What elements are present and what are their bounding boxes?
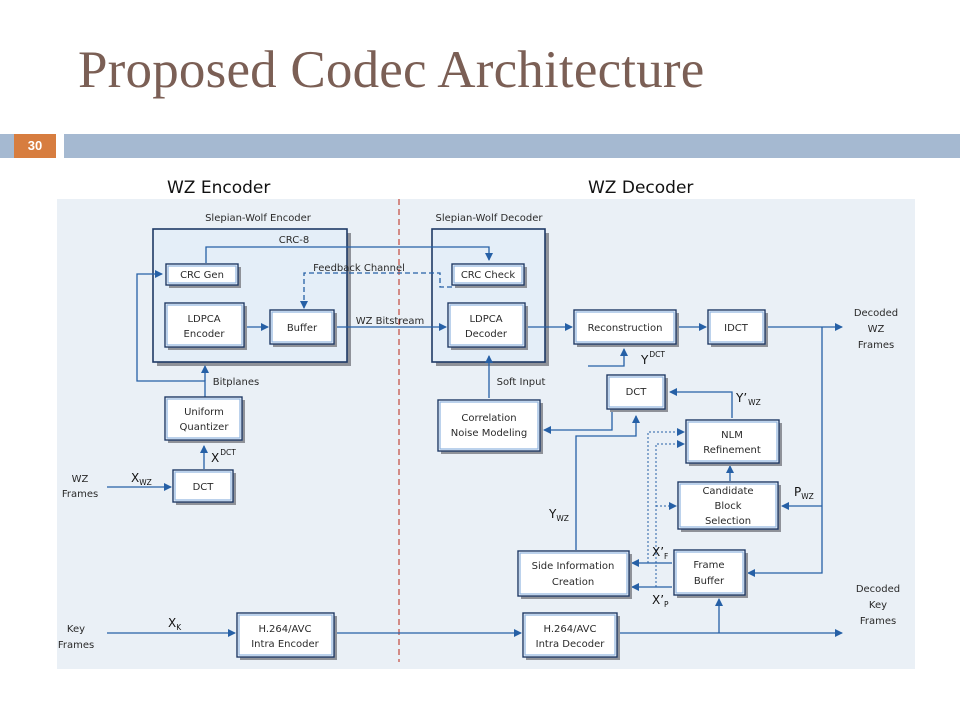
ldpca-encoder-label-line1: LDPCA: [187, 314, 220, 325]
decoded-key-label-line1: Decoded: [856, 584, 900, 595]
symbol-p-wz: PWZ: [794, 485, 814, 501]
symbol-y-dct: YDCT: [640, 350, 665, 367]
wz-frames-label-line2: Frames: [62, 489, 98, 500]
correlation-noise-label-line2: Noise Modeling: [451, 428, 527, 439]
symbol-x-dct: XDCT: [211, 448, 236, 465]
decoded-key-label-line3: Frames: [860, 616, 896, 627]
h264-decoder-label-line2: Intra Decoder: [536, 639, 606, 650]
decoded-wz-label-line3: Frames: [858, 340, 894, 351]
crc-check-label: CRC Check: [461, 270, 516, 281]
accent-bar-right: [64, 134, 960, 158]
feedback-channel-label: Feedback Channel: [313, 263, 405, 274]
dct-encoder-label: DCT: [193, 482, 215, 493]
buffer-label: Buffer: [287, 323, 318, 334]
ldpca-decoder-block: LDPCA Decoder: [447, 302, 528, 350]
connections: [107, 246, 843, 637]
idct-label: IDCT: [724, 323, 749, 334]
idct-block: IDCT: [707, 309, 768, 347]
symbol-x-prime-f: X’F: [652, 545, 668, 561]
decoded-wz-label-line2: WZ: [868, 324, 885, 335]
h264-encoder-label-line1: H.264/AVC: [258, 624, 311, 635]
dct-decoder-label: DCT: [626, 387, 648, 398]
symbol-x-prime-p: X’P: [652, 593, 669, 609]
soft-input-label: Soft Input: [497, 377, 546, 388]
h264-encoder-label-line2: Intra Encoder: [251, 639, 319, 650]
crc8-label: CRC-8: [279, 235, 309, 246]
symbol-x-k: XK: [168, 616, 182, 632]
crc-gen-label: CRC Gen: [180, 270, 224, 281]
dct-encoder-block: DCT: [172, 469, 236, 505]
side-info-label-line2: Creation: [552, 577, 594, 588]
ldpca-encoder-block: LDPCA Encoder: [164, 302, 247, 350]
candidate-block-selection-block: Candidate Block Selection: [677, 481, 781, 532]
crc-gen-block: CRC Gen: [165, 263, 241, 288]
sw-encoder-label: Slepian-Wolf Encoder: [205, 213, 312, 224]
crc-check-block: CRC Check: [451, 263, 527, 288]
nlm-refinement-label-line2: Refinement: [703, 445, 761, 456]
frame-buffer-label-line2: Buffer: [694, 576, 725, 587]
decoded-wz-label-line1: Decoded: [854, 308, 898, 319]
dct-decoder-block: DCT: [606, 374, 668, 412]
h264-decoder-label-line1: H.264/AVC: [543, 624, 596, 635]
side-info-label-line1: Side Information: [532, 561, 615, 572]
uniform-quantizer-block: Uniform Quantizer: [164, 396, 245, 443]
candidate-block-label-line1: Candidate: [702, 486, 753, 497]
symbol-y-prime-wz: Y’WZ: [735, 391, 761, 407]
wz-bitstream-label: WZ Bitstream: [356, 316, 425, 327]
wz-encoder-heading: WZ Encoder: [167, 178, 271, 198]
wz-frames-label-line1: WZ: [72, 474, 89, 485]
h264-decoder-block: H.264/AVC Intra Decoder: [522, 612, 620, 660]
ldpca-decoder-label-line2: Decoder: [465, 329, 508, 340]
bitplanes-label: Bitplanes: [213, 377, 260, 388]
reconstruction-block: Reconstruction: [573, 309, 679, 347]
nlm-refinement-label-line1: NLM: [721, 430, 743, 441]
page-number-badge: 30: [14, 134, 56, 158]
frame-buffer-block: Frame Buffer: [673, 549, 748, 598]
candidate-block-label-line3: Selection: [705, 516, 751, 527]
wz-decoder-heading: WZ Decoder: [588, 178, 694, 198]
key-frames-label-line2: Frames: [58, 640, 94, 651]
correlation-noise-label-line1: Correlation: [461, 413, 516, 424]
accent-bar-left: [0, 134, 14, 158]
side-information-block: Side Information Creation: [517, 550, 632, 599]
frame-buffer-label-line1: Frame: [693, 560, 724, 571]
h264-encoder-block: H.264/AVC Intra Encoder: [236, 612, 337, 660]
ldpca-decoder-label-line1: LDPCA: [469, 314, 502, 325]
nlm-refinement-block: NLM Refinement: [685, 419, 782, 466]
symbol-x-wz: XWZ: [131, 471, 152, 487]
slide-title: Proposed Codec Architecture: [78, 41, 705, 99]
uniform-quantizer-label-line2: Quantizer: [180, 422, 230, 433]
uniform-quantizer-label-line1: Uniform: [184, 407, 224, 418]
decoded-key-label-line2: Key: [869, 600, 887, 611]
key-frames-label-line1: Key: [67, 624, 85, 635]
correlation-noise-block: Correlation Noise Modeling: [437, 399, 543, 454]
sw-decoder-label: Slepian-Wolf Decoder: [435, 213, 543, 224]
ldpca-encoder-label-line2: Encoder: [184, 329, 226, 340]
symbol-y-wz: YWZ: [548, 507, 569, 523]
buffer-block: Buffer: [269, 309, 337, 347]
reconstruction-label: Reconstruction: [588, 323, 663, 334]
candidate-block-label-line2: Block: [714, 501, 741, 512]
